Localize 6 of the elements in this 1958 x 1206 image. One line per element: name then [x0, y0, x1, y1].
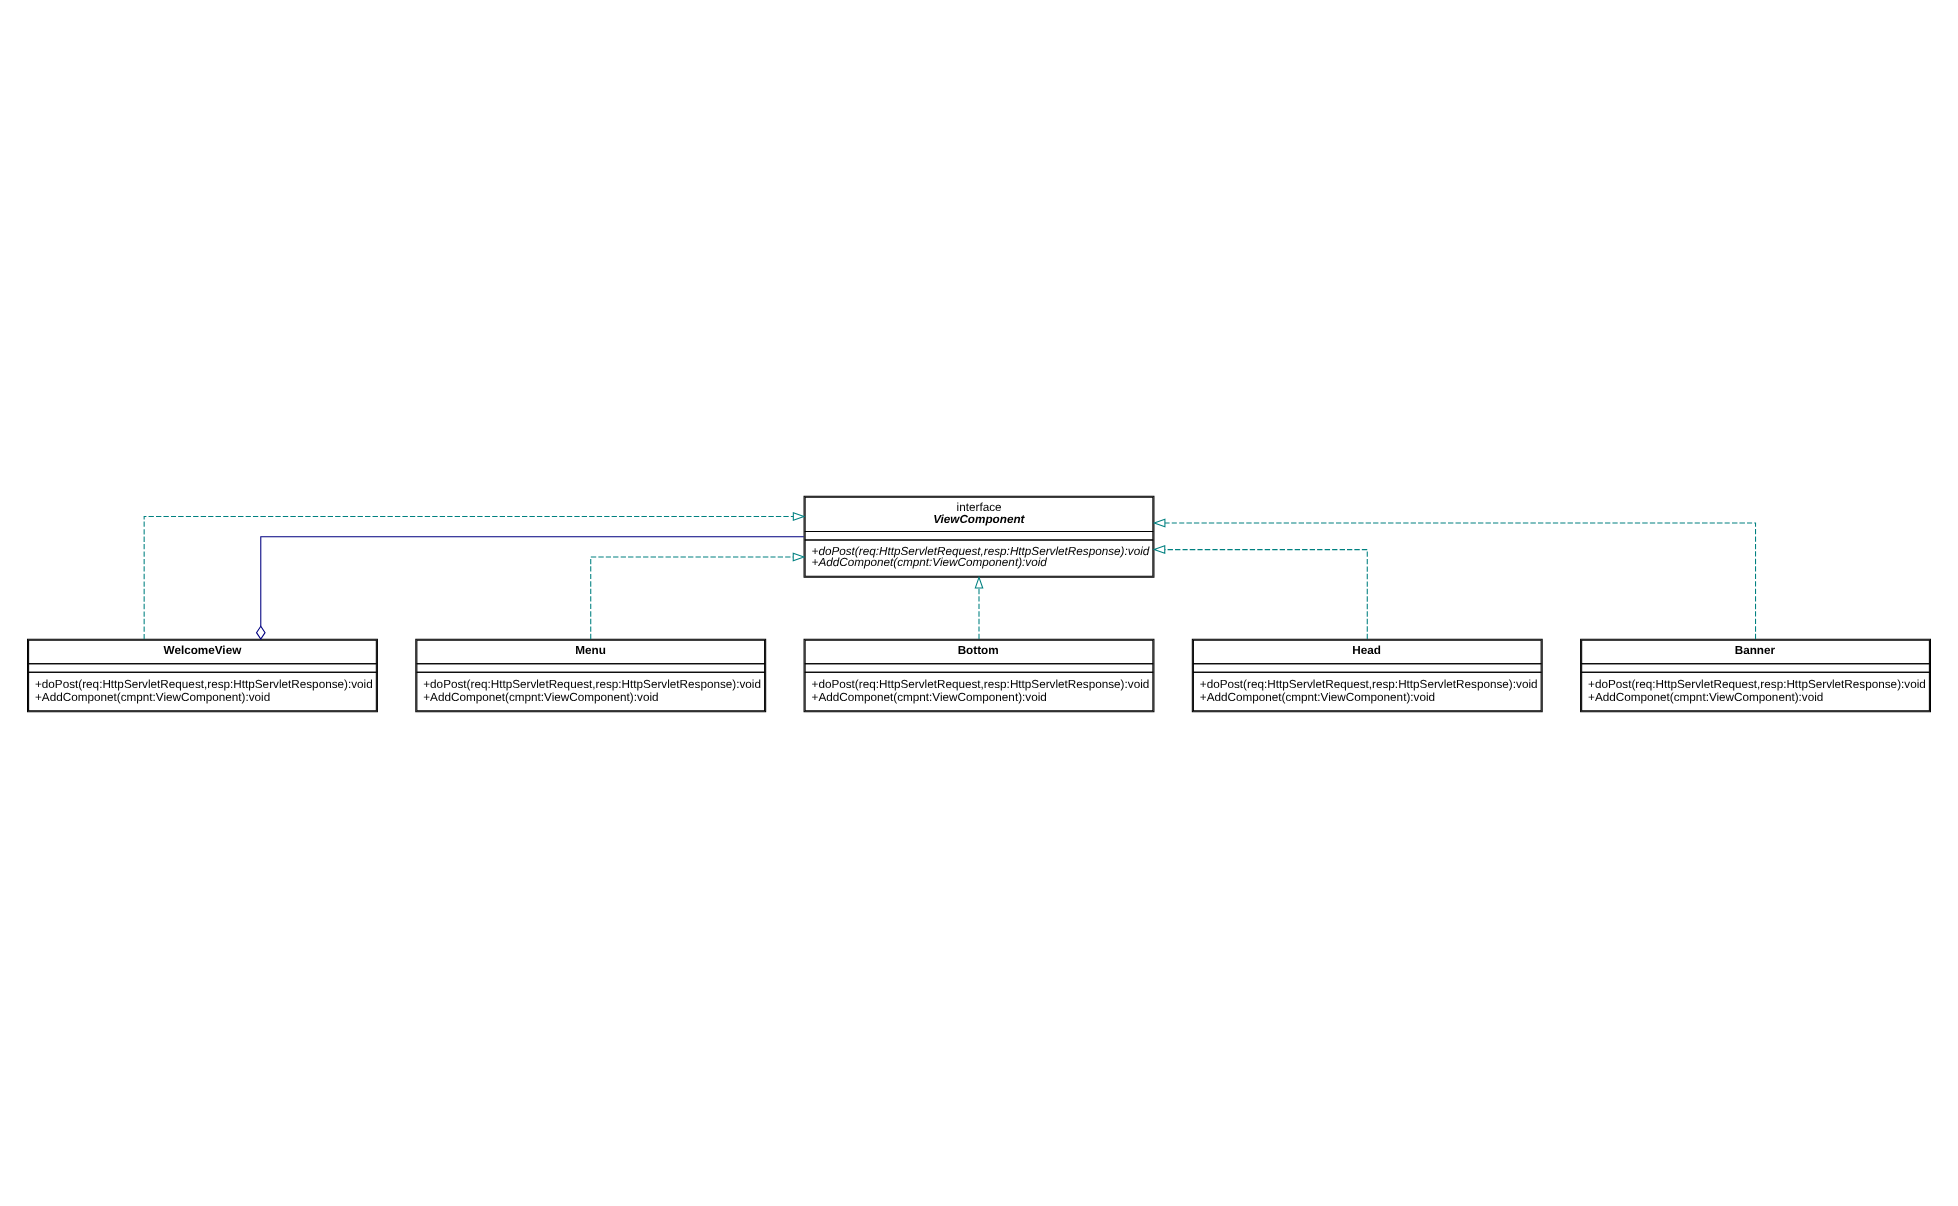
connector [255, 535, 805, 639]
arrow [1152, 517, 1757, 639]
arrow [974, 574, 984, 639]
arrow [590, 551, 806, 639]
arrow [1152, 544, 1368, 639]
arrow [143, 511, 806, 639]
